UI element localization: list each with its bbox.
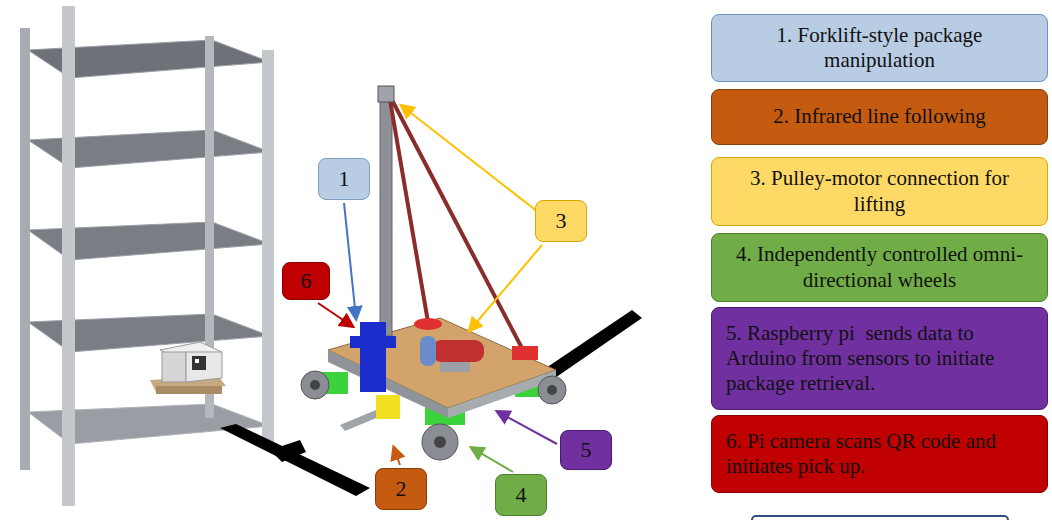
leader-arrow — [318, 106, 557, 472]
label-text: 6. Pi camera scans QR code and initiates… — [726, 429, 1033, 479]
feature-box: 4. Independently controlled omni-directi… — [711, 233, 1048, 302]
feature-box: 1. Forklift-style package manipulation — [711, 14, 1048, 82]
callout-number: 2 — [375, 468, 427, 510]
panel-edge — [752, 516, 1008, 520]
label-text: 3 — [556, 208, 567, 234]
feature-box: 2. Infrared line following — [711, 89, 1048, 145]
feature-box: 5. Raspberry pi sends data to Arduino fr… — [711, 307, 1048, 410]
label-text: 1. Forklift-style package manipulation — [722, 23, 1037, 73]
label-text: 4. Independently controlled omni-directi… — [722, 242, 1037, 292]
feature-box: 3. Pulley-motor connection for lifting — [711, 157, 1048, 226]
label-text: 5. Raspberry pi sends data to Arduino fr… — [726, 321, 1033, 397]
robot — [301, 86, 566, 460]
callout-number: 1 — [318, 158, 370, 200]
track-line — [220, 310, 642, 496]
callout-number: 3 — [535, 200, 587, 242]
feature-box: 6. Pi camera scans QR code and initiates… — [711, 415, 1048, 493]
callout-number: 4 — [495, 474, 547, 516]
label-text: 2. Infrared line following — [773, 104, 985, 129]
label-text: 5 — [581, 437, 592, 463]
label-text: 1 — [339, 166, 350, 192]
label-text: 4 — [516, 482, 527, 508]
label-text: 2 — [396, 476, 407, 502]
callout-number: 6 — [282, 262, 330, 300]
label-text: 3. Pulley-motor connection for lifting — [722, 166, 1037, 216]
label-text: 6 — [301, 268, 312, 294]
callout-number: 5 — [560, 430, 612, 470]
